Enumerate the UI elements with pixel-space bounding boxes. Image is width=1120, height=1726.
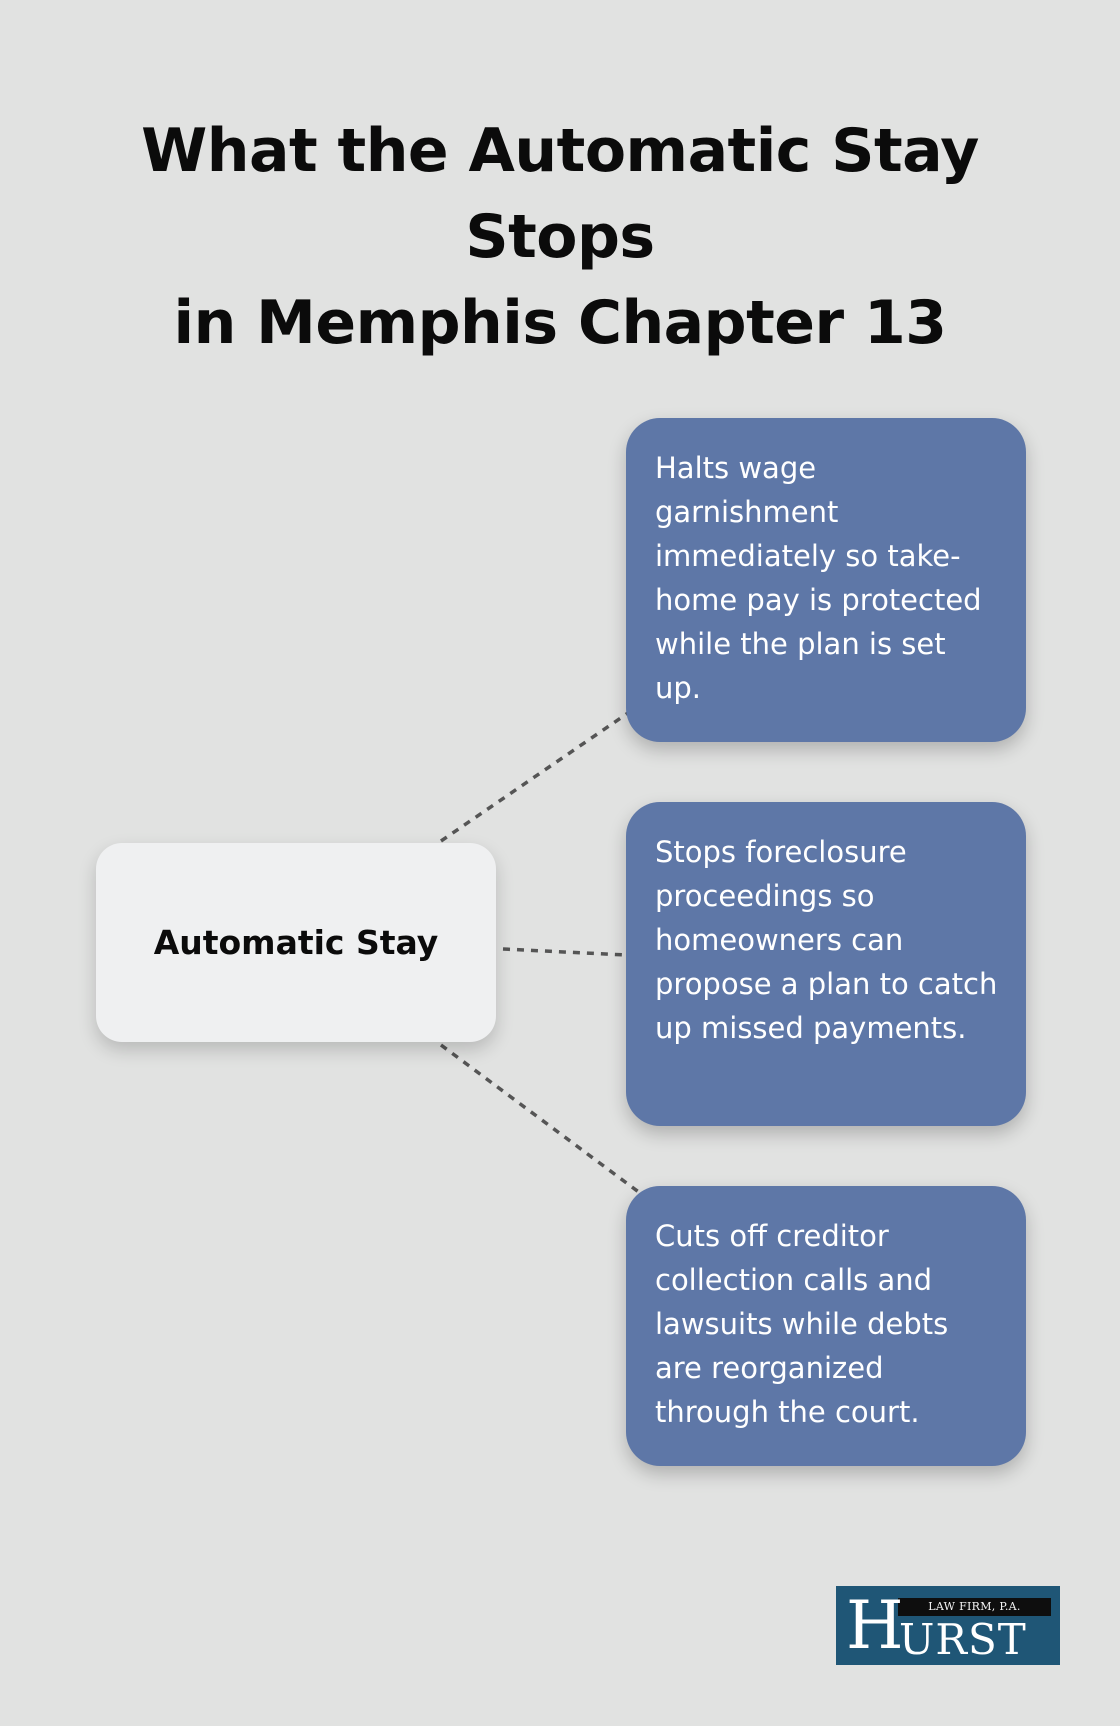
connector-line-top [440, 711, 629, 843]
automatic-stay-node: Automatic Stay [96, 843, 496, 1042]
title-line-1: What the Automatic Stay Stops [141, 116, 979, 272]
logo-name-rest: URST [899, 1615, 1027, 1664]
automatic-stay-label: Automatic Stay [153, 923, 439, 962]
hurst-law-firm-logo: LAW FIRM, P.A. H URST [836, 1586, 1060, 1665]
page-title: What the Automatic Stay Stops in Memphis… [40, 108, 1080, 366]
creditor-collection-card: Cuts off creditor collection calls and l… [626, 1186, 1026, 1466]
title-line-2: in Memphis Chapter 13 [173, 288, 947, 358]
logo-initial: H [846, 1587, 904, 1664]
creditor-collection-text: Cuts off creditor collection calls and l… [655, 1219, 949, 1429]
wage-garnishment-card: Halts wage garnishment immediately so ta… [626, 418, 1026, 742]
connector-line-middle [502, 947, 627, 957]
foreclosure-text: Stops foreclosure proceedings so homeown… [655, 835, 998, 1045]
foreclosure-card: Stops foreclosure proceedings so homeown… [626, 802, 1026, 1126]
logo-subtitle: LAW FIRM, P.A. [898, 1598, 1051, 1616]
wage-garnishment-text: Halts wage garnishment immediately so ta… [655, 451, 982, 705]
connector-line-bottom [439, 1043, 642, 1195]
